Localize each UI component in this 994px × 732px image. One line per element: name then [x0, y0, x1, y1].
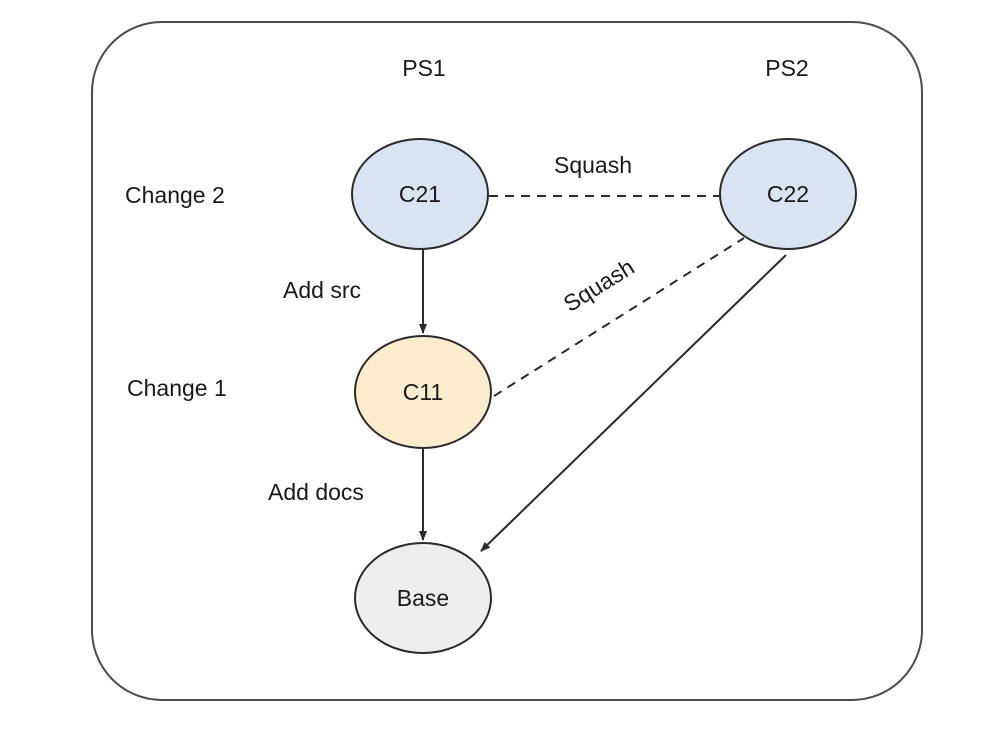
- node-c21-label: C21: [399, 181, 441, 207]
- edge-label-add-docs: Add docs: [268, 479, 364, 505]
- node-base-shape: [354, 542, 492, 654]
- column-header-ps1: PS1: [402, 55, 445, 81]
- edge-label-squash-top: Squash: [554, 152, 632, 178]
- edge-c22-to-base: [480, 254, 787, 552]
- row-label-change-1: Change 1: [127, 375, 227, 401]
- node-c22-label: C22: [767, 181, 809, 207]
- edge-label-squash-diagonal: Squash: [559, 254, 639, 317]
- node-c22-shape: [719, 138, 857, 250]
- repository-frame: [91, 21, 923, 701]
- node-c11-shape: [354, 335, 492, 449]
- node-c21-shape: [351, 138, 489, 250]
- node-c11-label: C11: [403, 379, 444, 405]
- row-label-change-2: Change 2: [125, 182, 225, 208]
- edge-label-add-src: Add src: [283, 277, 361, 303]
- node-base-label: Base: [397, 585, 449, 611]
- node-c11[interactable]: C11: [354, 335, 492, 449]
- column-header-ps2: PS2: [765, 55, 808, 81]
- edge-c11-to-c22-squash: [493, 237, 745, 397]
- node-base[interactable]: Base: [354, 542, 492, 654]
- node-c22[interactable]: C22: [719, 138, 857, 250]
- node-c21[interactable]: C21: [351, 138, 489, 250]
